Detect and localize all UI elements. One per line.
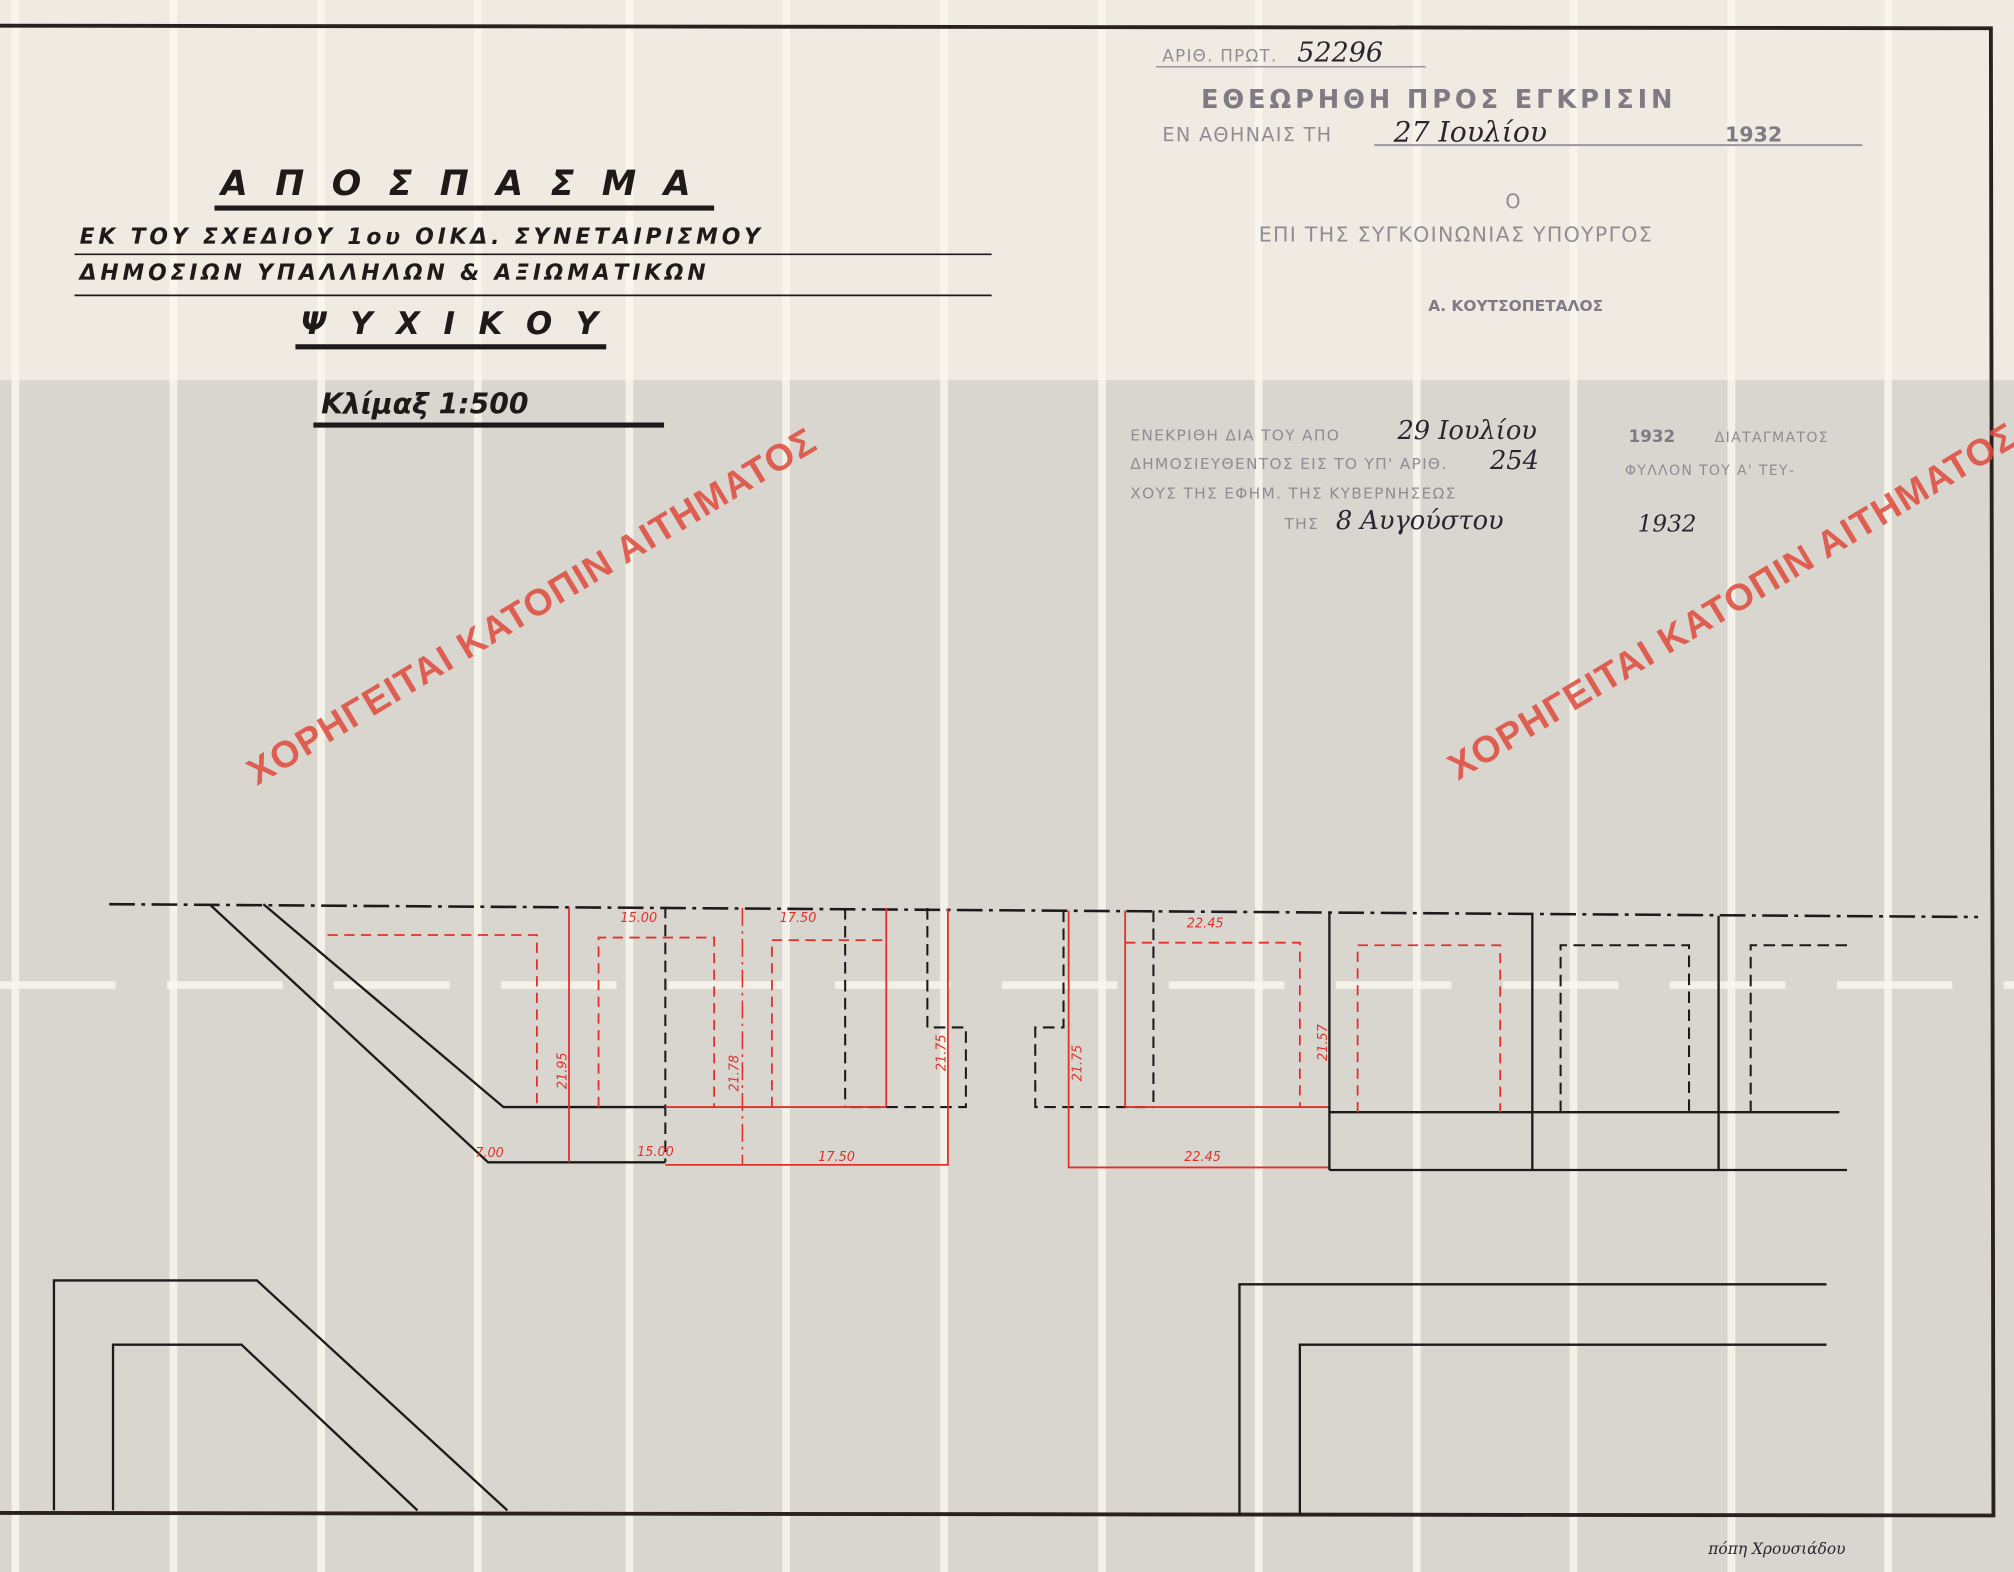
protocol-number: 52296 bbox=[1297, 38, 1383, 69]
dim-front-bottom: 7.00 bbox=[475, 1146, 504, 1161]
red-block-front-left bbox=[665, 909, 949, 1166]
lot-8-outline bbox=[1749, 944, 1853, 1113]
stamp-article: Ο bbox=[1505, 190, 1521, 213]
signatory-name: Α. ΚΟΥΤΣΟΠΕΤΑΛΟΣ bbox=[1428, 297, 1603, 315]
site-plan bbox=[52, 902, 1979, 1516]
approval-stamp: ΑΡΙΘ. ΠΡΩΤ. 52296 ΕΘΕΩΡΗΘΗ ΠΡΟΣ ΕΓΚΡΙΣΙΝ… bbox=[1155, 38, 1863, 315]
decree-line-1-prefix: ΕΝΕΚΡΙΘΗ ΔΙΑ ΤΟΥ ΑΠΟ bbox=[1130, 427, 1340, 445]
dim-depth: 21.75 bbox=[934, 1034, 949, 1071]
scale-label: Κλίμαξ 1:500 bbox=[321, 388, 528, 421]
decree-line-4-prefix: ΤΗΣ bbox=[1283, 515, 1319, 533]
dim-depth: 21.75 bbox=[1070, 1045, 1085, 1082]
dim-depth: 21.57 bbox=[1316, 1023, 1331, 1061]
decree-line-3: ΧΟΥΣ ΤΗΣ ΕΦΗΜ. ΤΗΣ ΚΥΒΕΡΝΗΣΕΩΣ bbox=[1130, 484, 1456, 502]
gazette-number: 254 bbox=[1489, 446, 1539, 476]
road-edge-outer bbox=[208, 903, 666, 1164]
protocol-label: ΑΡΙΘ. ΠΡΩΤ. bbox=[1162, 47, 1277, 66]
lot-5-outline bbox=[1125, 941, 1301, 1108]
lower-right-outer bbox=[1238, 1283, 1827, 1516]
place-name: Ψ Υ Χ Ι Κ Ο Υ bbox=[301, 306, 605, 342]
lot-7-outline bbox=[1559, 944, 1691, 1113]
decree-line-2-prefix: ΔΗΜΟΣΙΕΥΘΕΝΤΟΣ ΕΙΣ ΤΟ ΥΠ' ΑΡΙΘ. bbox=[1130, 455, 1447, 473]
lot-4-step bbox=[1034, 910, 1154, 1109]
lower-left-outer bbox=[52, 1279, 509, 1512]
title-line-1: ΕΚ ΤΟΥ ΣΧΕΔΙΟΥ 1ου ΟΙΚΔ. ΣΥΝΕΤΑΙΡΙΣΜΟΥ bbox=[80, 225, 764, 250]
date-label: ΕΝ ΑΘΗΝΑΙΣ ΤΗ bbox=[1162, 123, 1332, 146]
dim-depth: 21.78 bbox=[728, 1055, 743, 1092]
dimension-labels: 15.00 17.50 22.45 21.95 21.78 21.75 21.7… bbox=[475, 911, 1331, 1165]
lower-left-inner bbox=[111, 1343, 419, 1512]
decree-year: 1932 bbox=[1629, 427, 1675, 446]
decree-line-1-suffix: ΔΙΑΤΑΓΜΑΤΟΣ bbox=[1715, 430, 1829, 446]
approval-date: 27 Ιουλίου bbox=[1393, 115, 1547, 148]
gazette-date: 8 Αυγούστου bbox=[1336, 506, 1504, 536]
road-edge-inner bbox=[262, 903, 666, 1109]
lot-3-outline bbox=[771, 939, 887, 1108]
lot-1-outline bbox=[327, 934, 538, 1108]
dim-front-top: 17.50 bbox=[780, 911, 817, 926]
approval-year: 1932 bbox=[1725, 122, 1782, 146]
title-line-2: ΔΗΜΟΣΙΩΝ ΥΠΑΛΛΗΛΩΝ & ΑΞΙΩΜΑΤΙΚΩΝ bbox=[78, 261, 710, 286]
title-block: Α Π Ο Σ Π Α Σ Μ Α ΕΚ ΤΟΥ ΣΧΕΔΙΟΥ 1ου ΟΙΚ… bbox=[74, 164, 992, 428]
approval-heading: ΕΘΕΩΡΗΘΗ ΠΡΟΣ ΕΓΚΡΙΣΙΝ bbox=[1201, 85, 1676, 115]
decree-date: 29 Ιουλίου bbox=[1396, 416, 1536, 446]
lot-2-outline bbox=[597, 936, 716, 1108]
lot-3-step bbox=[845, 908, 967, 1109]
street-axis-line bbox=[109, 902, 1979, 919]
decree-stamp: ΕΝΕΚΡΙΘΗ ΔΙΑ ΤΟΥ ΑΠΟ 29 Ιουλίου 1932 ΔΙΑ… bbox=[1130, 416, 1829, 538]
dim-front-bottom: 22.45 bbox=[1184, 1150, 1221, 1165]
dim-front-bottom: 17.50 bbox=[818, 1150, 855, 1165]
red-block-front-right bbox=[1067, 910, 1330, 1169]
minister-title: ΕΠΙ ΤΗΣ ΣΥΓΚΟΙΝΩΝΙΑΣ ΥΠΟΥΡΓΟΣ bbox=[1259, 222, 1653, 246]
paper-top bbox=[0, 0, 2014, 381]
dim-front-top: 22.45 bbox=[1187, 916, 1224, 931]
gazette-year: 1932 bbox=[1638, 512, 1697, 538]
dim-front-bottom: 15.00 bbox=[637, 1145, 674, 1160]
paper-gray-band bbox=[0, 380, 2014, 1572]
dim-depth: 21.95 bbox=[555, 1052, 570, 1089]
lower-right-inner bbox=[1298, 1343, 1827, 1516]
dim-front-top: 15.00 bbox=[620, 911, 657, 926]
title: Α Π Ο Σ Π Α Σ Μ Α bbox=[218, 164, 698, 204]
decree-line-2-suffix: ΦΥΛΛΟΝ ΤΟΥ Α' ΤΕΥ- bbox=[1625, 463, 1795, 479]
sheet-border bbox=[0, 23, 1996, 1518]
draftsman-signature: πόπη Χρουσιάδου bbox=[1707, 1540, 1845, 1558]
